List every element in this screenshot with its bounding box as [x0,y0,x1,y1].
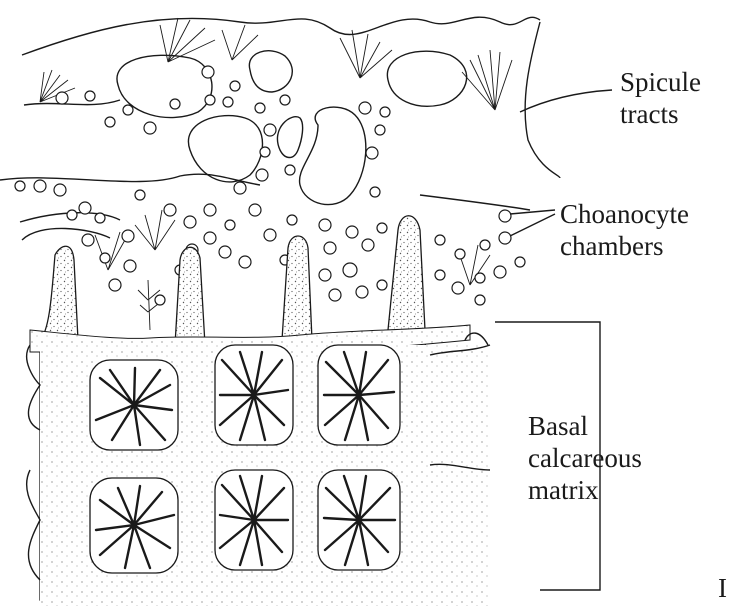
label-choanocyte-line2: chambers [560,230,689,262]
leader-lines [495,90,612,590]
label-choanocyte-line1: Choanocyte [560,198,689,230]
edge-fragment-text: I [718,572,727,604]
upper-tissue [0,17,560,222]
label-basal-line3: matrix [528,474,642,506]
label-choanocyte-chambers: Choanocyte chambers [560,198,689,262]
label-basal-line2: calcareous [528,442,642,474]
label-basal-calcareous-matrix: Basal calcareous matrix [528,410,642,506]
label-spicule-line2: tracts [620,98,701,130]
label-spicule-tracts: Spicule tracts [620,66,701,130]
label-spicule-line1: Spicule [620,66,701,98]
label-basal-line1: Basal [528,410,642,442]
